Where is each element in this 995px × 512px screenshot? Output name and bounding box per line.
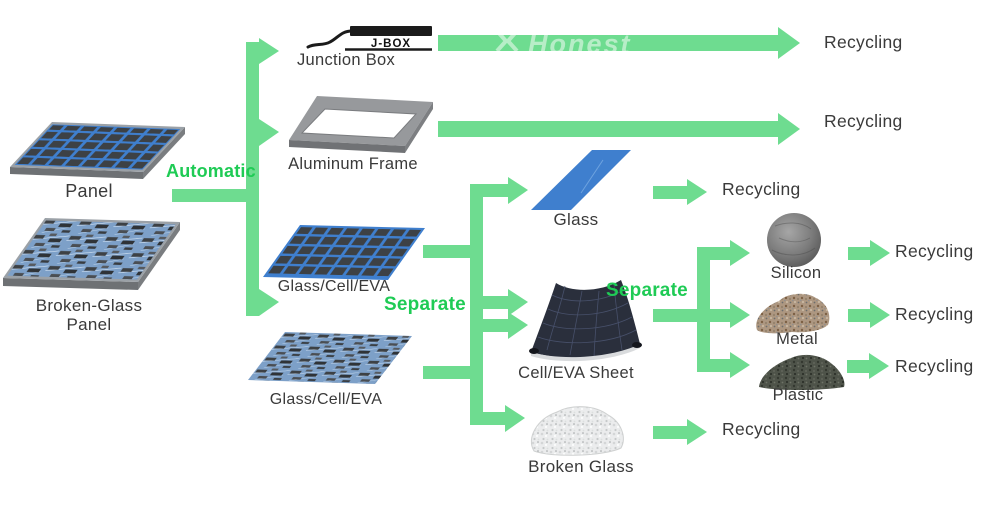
arrow-trunk-separate-1 (423, 177, 528, 432)
broken-panel-label-line2: Panel (66, 315, 112, 335)
recycling-label-silicon: Recycling (895, 241, 974, 261)
panel-label: Panel (65, 181, 113, 201)
glass-icon (531, 150, 631, 210)
junction-box-icon: J-BOX (306, 26, 432, 51)
broken-panel-label: Broken-Glass Panel (36, 296, 143, 334)
cell-eva-sheet-label: Cell/EVA Sheet (518, 364, 634, 382)
stage-separate2-label: Separate (606, 280, 688, 301)
aluminum-frame-icon (289, 96, 433, 153)
arrow-plastic-to-recycling (847, 353, 889, 379)
arrow-silicon-to-recycling (848, 240, 890, 266)
junction-box-label: Junction Box (296, 51, 396, 69)
arrow-junction-box-to-recycling (438, 27, 800, 59)
arrow-trunk-automatic (172, 38, 279, 316)
jbox-icon-text: J-BOX (371, 38, 411, 50)
glass-label: Glass (553, 210, 599, 229)
glass-cell-eva-top-label: Glass/Cell/EVA (277, 278, 391, 295)
plastic-icon (759, 354, 845, 390)
arrow-trunk-separate-2 (653, 240, 750, 378)
recycling-label-plastic: Recycling (895, 356, 974, 376)
stage-separate1-label: Separate (384, 294, 466, 315)
glass-cell-eva-top-icon (262, 225, 425, 280)
arrow-metal-to-recycling (848, 302, 890, 328)
recycling-label-metal: Recycling (895, 304, 974, 324)
broken-glass-icon (530, 406, 624, 456)
silicon-label: Silicon (770, 264, 822, 282)
broken-panel-icon (2, 218, 181, 290)
arrow-glass-to-recycling (653, 179, 707, 205)
aluminum-frame-label: Aluminum Frame (288, 155, 418, 173)
glass-cell-eva-bottom-icon (247, 332, 412, 385)
broken-panel-label-line1: Broken-Glass (35, 296, 143, 315)
broken-glass-label: Broken Glass (528, 457, 634, 476)
watermark-text: Honest (528, 29, 632, 59)
metal-label: Metal (776, 330, 818, 348)
panel-icon (9, 122, 186, 179)
arrow-aluminum-frame-to-recycling (438, 113, 800, 145)
plastic-label: Plastic (772, 386, 824, 404)
stage-automatic-label: Automatic (166, 161, 256, 181)
recycling-label-junction-box: Recycling (824, 32, 903, 52)
silicon-icon (767, 213, 821, 267)
cell-eva-sheet-icon (529, 280, 642, 362)
watermark: Honest (495, 29, 632, 59)
arrow-broken-glass-to-recycling (653, 419, 707, 445)
metal-icon (756, 293, 830, 334)
recycling-label-glass: Recycling (722, 179, 801, 199)
recycling-label-broken-glass: Recycling (722, 419, 801, 439)
recycling-label-aluminum-frame: Recycling (824, 111, 903, 131)
glass-cell-eva-bottom-label: Glass/Cell/EVA (269, 391, 383, 408)
